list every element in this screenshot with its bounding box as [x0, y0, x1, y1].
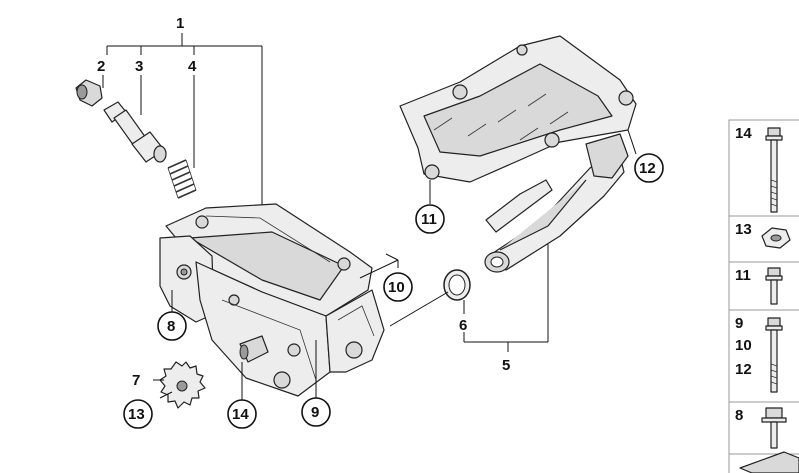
flange-bolt-icon [761, 407, 787, 449]
leader-lines [153, 129, 637, 400]
sidebar-cell-8 [728, 401, 799, 455]
plug-screw-part [75, 79, 103, 107]
hex-nut-icon [761, 227, 791, 249]
callout-label-9: 9 [311, 404, 319, 421]
callout-label-6: 6 [459, 317, 467, 334]
callout-label-11: 11 [421, 211, 437, 228]
callout-label-4: 4 [188, 58, 197, 75]
sidebar-label-12: 12 [735, 361, 752, 378]
callout-label-3: 3 [135, 58, 143, 75]
sidebar-cell-14 [728, 119, 799, 217]
pressure-relief-piston-part [103, 101, 167, 163]
oil-pump-housing-part [159, 203, 385, 397]
oil-suction-pipe-part [484, 133, 629, 273]
callout-label-2: 2 [97, 58, 105, 75]
compression-spring-part [167, 159, 197, 199]
callout-circle-10: 10 [383, 272, 413, 302]
sidebar-label-10: 10 [735, 337, 752, 354]
sidebar-label-11: 11 [735, 267, 751, 284]
callout-circle-8: 8 [157, 311, 187, 341]
callout-label-5: 5 [502, 357, 510, 374]
callout-circle-12: 12 [634, 153, 664, 183]
callout-1-bracket [102, 33, 263, 205]
sidebar-label-14: 14 [735, 125, 752, 142]
hardware-sidebar: 14 13 11 9 10 12 8 [728, 119, 799, 473]
callout-label-1: 1 [176, 15, 184, 32]
callout-label-10: 10 [388, 279, 405, 296]
callout-circle-9: 9 [301, 397, 331, 427]
callout-circle-13: 13 [123, 399, 153, 429]
sidebar-label-13: 13 [735, 221, 752, 238]
wedge-icon [739, 451, 799, 473]
short-bolt-icon [765, 267, 783, 305]
callout-label-12: 12 [639, 160, 656, 177]
callout-label-13: 13 [128, 406, 145, 423]
sidebar-cell-9-10-12 [728, 309, 799, 403]
sidebar-label-8: 8 [735, 407, 743, 424]
callout-circle-11: 11 [415, 204, 445, 234]
sprocket-part [159, 361, 206, 409]
medium-bolt-icon [765, 317, 783, 393]
sidebar-label-9: 9 [735, 315, 743, 332]
long-bolt-icon [765, 127, 783, 213]
o-ring-seal-part [443, 269, 471, 301]
callout-circle-14: 14 [227, 399, 257, 429]
callout-label-7: 7 [132, 372, 140, 389]
callout-label-14: 14 [232, 406, 249, 423]
callout-label-8: 8 [167, 318, 175, 335]
